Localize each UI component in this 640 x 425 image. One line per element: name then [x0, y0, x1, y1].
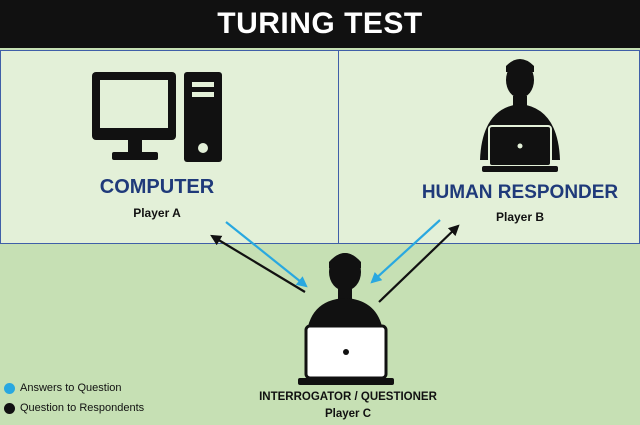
legend-item-answers: Answers to Question: [4, 382, 122, 394]
player-b-label: HUMAN RESPONDER: [421, 182, 619, 203]
player-a-label: COMPUTER: [99, 176, 215, 198]
interrogator-with-laptop-icon: [298, 253, 394, 385]
legend-dot-answers: [4, 382, 15, 394]
player-a-sublabel: Player A: [133, 206, 181, 220]
person-with-laptop-icon: [480, 59, 560, 172]
player-c-label: INTERROGATOR / QUESTIONER: [259, 391, 437, 403]
question-arrow-to-computer: [210, 234, 306, 293]
legend-label-questions: Question to Respondents: [20, 402, 145, 414]
question-arrow-to-responder: [378, 224, 460, 303]
legend-label-answers: Answers to Question: [20, 382, 122, 394]
legend-dot-questions: [4, 402, 15, 414]
desktop-computer-icon: [92, 72, 222, 162]
answer-arrow-from-responder: [370, 219, 441, 284]
legend-item-questions: Question to Respondents: [4, 402, 144, 414]
page-title: TURING TEST: [0, 0, 640, 48]
player-b-sublabel: Player B: [495, 210, 545, 224]
answer-arrow-from-computer: [225, 221, 308, 288]
player-c-sublabel: Player C: [324, 408, 372, 420]
